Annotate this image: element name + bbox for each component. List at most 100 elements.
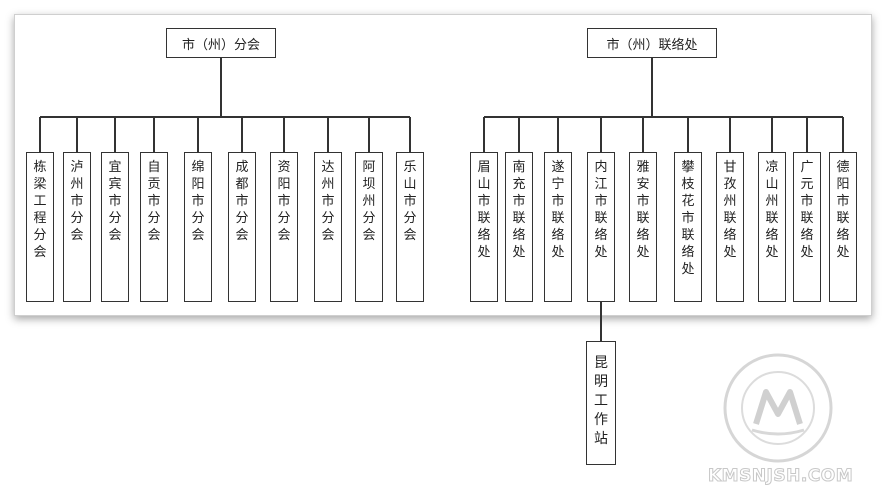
- char: 会: [235, 228, 249, 243]
- char: 会: [147, 228, 161, 243]
- connector-drop: [283, 117, 285, 152]
- char: 络: [512, 228, 526, 243]
- char: 市: [594, 194, 608, 209]
- char: 孜: [723, 177, 737, 192]
- association-seal-icon: [723, 353, 833, 463]
- char: 州: [321, 177, 335, 192]
- char: 处: [723, 245, 737, 260]
- connector-drop: [600, 117, 602, 152]
- char: 工: [594, 393, 608, 409]
- char: 市: [235, 194, 249, 209]
- connector-drop: [518, 117, 520, 152]
- org-unit-box: 栋梁工程分会: [26, 152, 54, 302]
- org-unit-box: 内江市联络处: [587, 152, 615, 302]
- char: 会: [70, 228, 84, 243]
- char: 络: [800, 228, 814, 243]
- char: 成: [235, 160, 249, 175]
- connector-drop: [153, 117, 155, 152]
- char: 市: [477, 194, 491, 209]
- char: 市: [681, 211, 695, 226]
- char: 甘: [723, 160, 737, 175]
- char: 络: [723, 228, 737, 243]
- connector-line: [651, 58, 653, 117]
- org-unit-box: 绵阳市分会: [184, 152, 212, 302]
- char: 州: [362, 194, 376, 209]
- char: 阳: [191, 177, 205, 192]
- char: 站: [594, 431, 608, 447]
- char: 处: [551, 245, 565, 260]
- char: 联: [636, 211, 650, 226]
- char: 都: [235, 177, 249, 192]
- connector-drop: [729, 117, 731, 152]
- char: 分: [70, 211, 84, 226]
- connector-drop: [76, 117, 78, 152]
- char: 分: [147, 211, 161, 226]
- watermark-text: KMSNJSH.COM: [707, 466, 854, 487]
- char: 程: [33, 211, 47, 226]
- char: 联: [594, 211, 608, 226]
- connector-drop: [806, 117, 808, 152]
- connector-line: [220, 58, 222, 117]
- char: 络: [636, 228, 650, 243]
- char: 市: [800, 194, 814, 209]
- char: 市: [551, 194, 565, 209]
- connector-drop: [197, 117, 199, 152]
- char: 联: [765, 211, 779, 226]
- char: 山: [765, 177, 779, 192]
- org-unit-box: 甘孜州联络处: [716, 152, 744, 302]
- char: 明: [594, 374, 608, 390]
- connector-drop: [642, 117, 644, 152]
- connector-drop: [409, 117, 411, 152]
- org-unit-box: 宜宾市分会: [101, 152, 129, 302]
- char: 络: [594, 228, 608, 243]
- char: 泸: [70, 160, 84, 175]
- char: 分: [235, 211, 249, 226]
- sub-station-box: 昆明工作站: [586, 341, 616, 465]
- char: 处: [836, 245, 850, 260]
- char: 会: [362, 228, 376, 243]
- char: 联: [477, 211, 491, 226]
- char: 处: [765, 245, 779, 260]
- char: 工: [33, 194, 47, 209]
- char: 处: [594, 245, 608, 260]
- char: 分: [362, 211, 376, 226]
- char: 栋: [33, 160, 47, 175]
- char: 江: [594, 177, 608, 192]
- char: 市: [147, 194, 161, 209]
- connector-bar: [484, 116, 843, 118]
- connector-drop: [842, 117, 844, 152]
- char: 作: [594, 412, 608, 428]
- char: 市: [836, 194, 850, 209]
- connector-drop: [114, 117, 116, 152]
- char: 内: [594, 160, 608, 175]
- char: 阳: [836, 177, 850, 192]
- char: 德: [836, 160, 850, 175]
- char: 联: [836, 211, 850, 226]
- org-unit-box: 凉山州联络处: [758, 152, 786, 302]
- char: 市: [108, 194, 122, 209]
- char: 山: [403, 177, 417, 192]
- org-unit-box: 达州市分会: [314, 152, 342, 302]
- char: 州: [723, 194, 737, 209]
- char: 州: [765, 194, 779, 209]
- char: 分: [321, 211, 335, 226]
- char: 络: [765, 228, 779, 243]
- char: 阿: [362, 160, 376, 175]
- char: 会: [403, 228, 417, 243]
- char: 市: [70, 194, 84, 209]
- char: 处: [800, 245, 814, 260]
- char: 宁: [551, 177, 565, 192]
- char: 会: [191, 228, 205, 243]
- char: 阳: [277, 177, 291, 192]
- org-unit-box: 资阳市分会: [270, 152, 298, 302]
- char: 绵: [191, 160, 205, 175]
- connector-drop: [771, 117, 773, 152]
- org-unit-box: 雅安市联络处: [629, 152, 657, 302]
- char: 联: [800, 211, 814, 226]
- char: 市: [321, 194, 335, 209]
- org-unit-box: 成都市分会: [228, 152, 256, 302]
- char: 凉: [765, 160, 779, 175]
- char: 雅: [636, 160, 650, 175]
- char: 达: [321, 160, 335, 175]
- char: 坝: [362, 177, 376, 192]
